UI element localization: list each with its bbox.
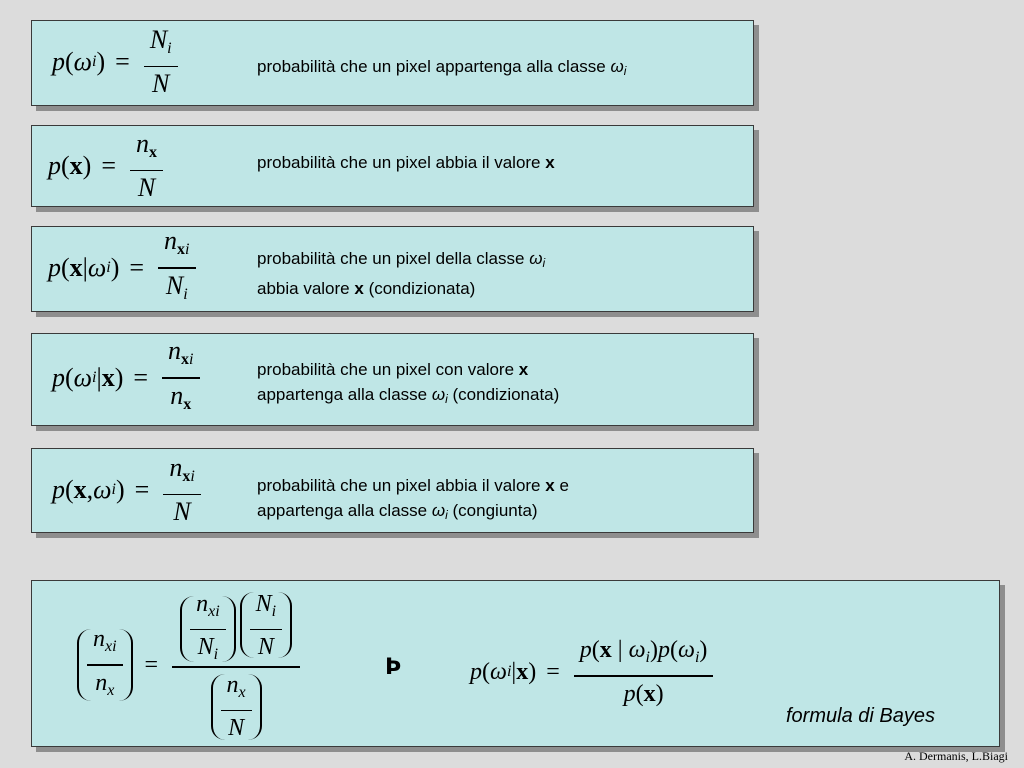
formula-box-2 bbox=[31, 125, 754, 207]
desc-row-5: probabilità che un pixel abbia il valore… bbox=[257, 476, 569, 522]
bayes-label: formula di Bayes bbox=[786, 705, 935, 727]
desc-row-3: probabilità che un pixel della classe ωi… bbox=[257, 249, 546, 298]
formula-box-4 bbox=[31, 333, 754, 426]
formula-box-5 bbox=[31, 448, 754, 533]
desc-row-4: probabilità che un pixel con valore x ap… bbox=[257, 360, 560, 406]
credit: A. Dermanis, L.Biagi bbox=[904, 749, 1008, 763]
implies-symbol: Þ bbox=[385, 655, 402, 680]
desc-row-1: probabilità che un pixel appartenga alla… bbox=[257, 57, 627, 78]
desc-row-2: probabilità che un pixel abbia il valore… bbox=[257, 153, 555, 172]
formula-box-1 bbox=[31, 20, 754, 106]
formula-box-3 bbox=[31, 226, 754, 312]
